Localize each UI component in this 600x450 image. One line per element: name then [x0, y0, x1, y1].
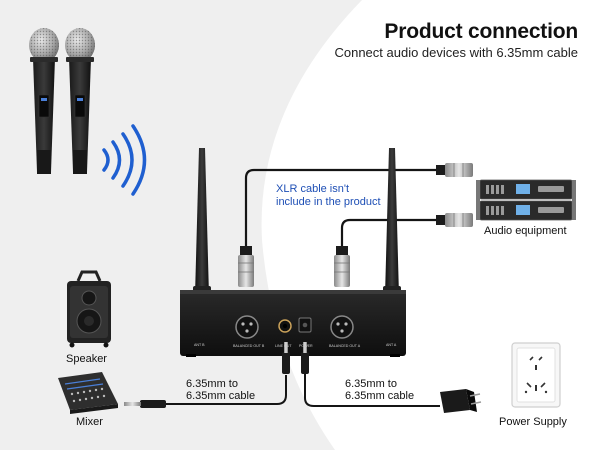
jack-plug-receiver-left-icon: [282, 342, 290, 374]
speaker-label: Speaker: [66, 353, 107, 365]
xlr-note-line1: XLR cable isn't: [276, 183, 350, 195]
antenna-left-icon: [193, 148, 211, 298]
right-cable-label-line1: 6.35mm to: [345, 378, 397, 390]
power-socket-icon: [511, 342, 561, 408]
speaker-icon: [67, 270, 111, 348]
mixer-label: Mixer: [76, 416, 103, 428]
wireless-signal-icon: [102, 124, 147, 196]
microphone-left-icon: [29, 28, 59, 174]
page-subtitle: Connect audio devices with 6.35mm cable: [334, 45, 578, 60]
label-balanced-out-a: BALANCED OUT A: [329, 344, 361, 348]
right-cable-label-line2: 6.35mm cable: [345, 390, 415, 402]
mixer-icon: [58, 372, 118, 414]
label-power: POWER: [299, 344, 313, 348]
power-supply-label: Power Supply: [499, 416, 567, 428]
label-balanced-out-b: BALANCED OUT B: [233, 344, 265, 348]
cable-6-35mm-right: [304, 372, 440, 407]
microphone-right-icon: [65, 28, 95, 174]
xlr-plug-right-icon: [334, 246, 350, 287]
label-ant-b: ANT B: [194, 343, 205, 347]
xlr-plug-left-icon: [238, 246, 254, 287]
label-line-out: LINE OUT: [275, 344, 292, 348]
jack-plug-mixer-icon: [124, 400, 166, 408]
jack-plug-receiver-right-icon: [301, 342, 309, 374]
audio-equipment-label: Audio equipment: [484, 225, 567, 237]
xlr-cable-upper: [244, 168, 440, 250]
wireless-receiver: [180, 290, 406, 357]
xlr-note-line2: include in the product: [276, 196, 381, 208]
xlr-plug-upper-icon: [436, 163, 473, 177]
page-title: Product connection: [384, 20, 578, 43]
power-adapter-icon: [440, 389, 482, 413]
audio-equipment-icon: [476, 179, 576, 221]
left-cable-label-line2: 6.35mm cable: [186, 390, 256, 402]
left-cable-label-line1: 6.35mm to: [186, 378, 238, 390]
receiver-panel-labels: ANT B BALANCED OUT B LINE OUT POWER BALA…: [194, 343, 397, 348]
xlr-cable-lower: [340, 218, 440, 250]
cable-6-35mm-left: [165, 375, 287, 405]
label-ant-a: ANT A: [386, 343, 397, 347]
xlr-plug-lower-icon: [436, 213, 473, 227]
